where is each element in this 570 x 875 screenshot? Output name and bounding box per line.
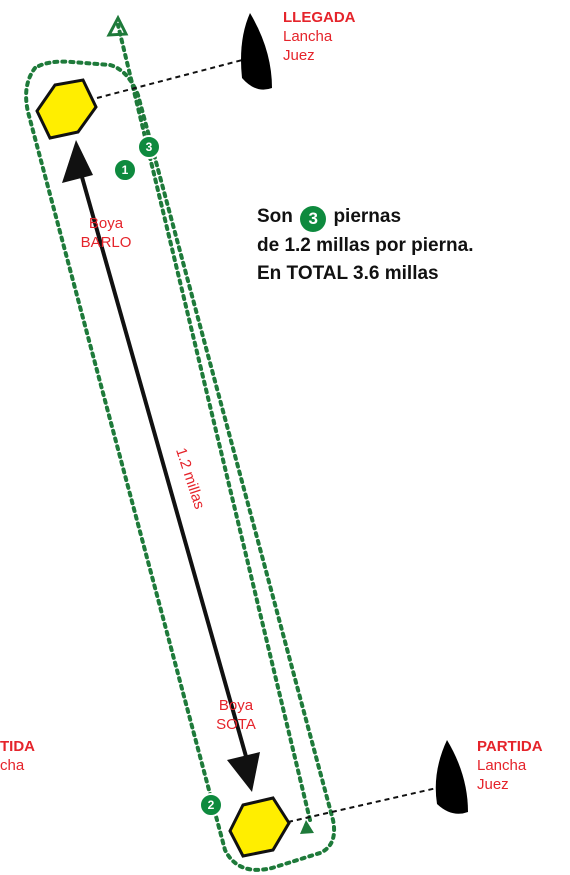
leg-2-number: 2 xyxy=(208,798,215,812)
buoy-top-line1: Boya xyxy=(88,215,124,232)
partial-start-line1: cha xyxy=(0,757,25,774)
leg-3-number: 3 xyxy=(146,140,153,154)
windward-buoy-label: Boya BARLO xyxy=(78,214,134,252)
start-arrow-tip xyxy=(300,820,314,834)
start-label: PARTIDA Lancha Juez xyxy=(477,737,543,794)
legs-count-badge: 3 xyxy=(300,206,327,232)
course-loop xyxy=(24,59,337,872)
buoy-bottom-line2: SOTA xyxy=(216,716,256,733)
finish-label: LLEGADA Lancha Juez xyxy=(283,8,356,65)
finish-line xyxy=(96,57,251,99)
leg-1-badge: 1 xyxy=(113,158,137,182)
finish-arrow-tip xyxy=(106,14,129,37)
partial-start-label: TIDA cha xyxy=(0,737,35,775)
main-leg-line xyxy=(78,169,249,761)
start-line1: Lancha xyxy=(477,757,527,774)
finish-line1: Lancha xyxy=(283,28,333,45)
finish-role: LLEGADA xyxy=(283,9,356,26)
summary-line3: En TOTAL 3.6 millas xyxy=(257,263,439,284)
start-committee-boat-icon xyxy=(435,740,468,814)
buoy-bottom-line1: Boya xyxy=(218,697,254,714)
course-summary: Son 3 piernas de 1.2 millas por pierna. … xyxy=(257,203,473,288)
summary-line1: Son 3 piernas xyxy=(257,203,473,232)
leeward-buoy-icon xyxy=(228,796,291,858)
start-role: PARTIDA xyxy=(477,738,543,755)
summary-suffix: piernas xyxy=(333,206,402,227)
leg-1-number: 1 xyxy=(122,163,129,177)
upwind-arrowhead xyxy=(62,140,93,183)
finish-line2: Juez xyxy=(283,47,315,64)
start-line2: Juez xyxy=(477,776,509,793)
partial-start-role: TIDA xyxy=(0,738,35,755)
leg-2-badge: 2 xyxy=(199,793,223,817)
windward-buoy-icon xyxy=(35,78,98,140)
summary-line2: de 1.2 millas por pierna. xyxy=(257,235,474,256)
summary-prefix: Son xyxy=(257,206,293,227)
buoy-top-line2: BARLO xyxy=(80,234,132,251)
leg-3-badge: 3 xyxy=(137,135,161,159)
downwind-arrowhead xyxy=(227,752,260,792)
leeward-buoy-label: Boya SOTA xyxy=(208,696,264,734)
finish-committee-boat-icon xyxy=(241,13,272,90)
start-line xyxy=(287,784,451,823)
